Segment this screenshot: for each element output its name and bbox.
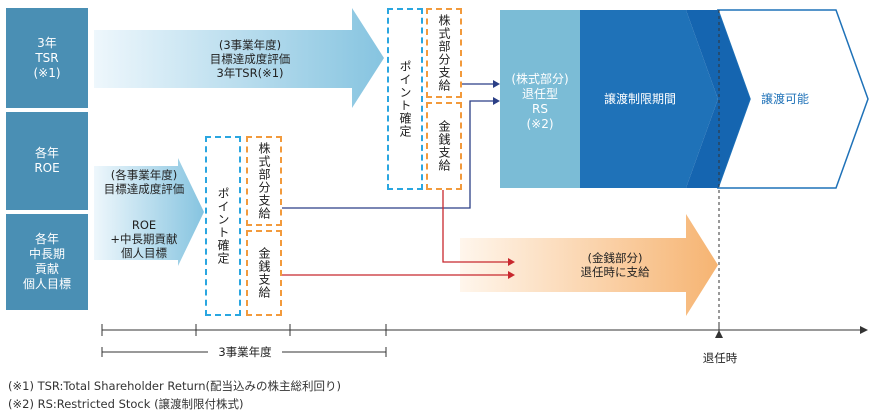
rs-transferable-label: 譲渡可能 [760,92,809,106]
side-box-roe: 各年 ROE [6,112,88,210]
annual-arrow-text-bottom: ROE +中長期貢献 個人目標 [110,218,178,260]
rs-segment-restriction [580,10,718,188]
period-label: 3事業年度 [218,345,272,359]
annual-arrow [94,158,204,266]
footnote-1: (※1) TSR:Total Shareholder Return(配当込みの株… [8,379,342,393]
cash-arrow [460,214,718,316]
cash-portion-label-2: 金銭支給 [437,120,451,172]
red-connector-2 [442,190,510,263]
side-box-individual: 各年 中長期 貢献 個人目標 [6,214,88,310]
cash-portion-label-1: 金銭支給 [257,247,271,299]
stock-portion-label-1: 株式部分支給 [257,142,271,220]
retirement-label: 退任時 [702,351,738,365]
point-confirm-box-2: ポイント確定 [387,8,423,190]
point-confirm-label-2: ポイント確定 [398,60,412,138]
tsr-arrow-text: (3事業年度) 目標達成度評価 3年TSR(※1) [209,38,291,80]
rs-restriction-label: 譲渡制限期間 [603,92,676,106]
point-confirm-label-1: ポイント確定 [216,187,230,265]
stock-portion-box-1: 株式部分支給 [246,136,282,226]
stock-portion-box-2: 株式部分支給 [426,8,462,98]
rs-label: (株式部分) 退任型 RS (※2) [511,72,569,131]
rs-segment-light [500,10,580,188]
tsr-arrow [94,8,384,108]
side-box-tsr: 3年 TSR (※1) [6,8,88,108]
point-confirm-box-1: ポイント確定 [205,136,241,316]
annual-arrow-text-top: (各事業年度) 目標達成度評価 [103,168,185,196]
cash-arrow-text: (金銭部分) 退任時に支給 [580,251,650,279]
stock-portion-label-2: 株式部分支給 [437,14,451,92]
cash-portion-box-1: 金銭支給 [246,230,282,316]
cash-portion-box-2: 金銭支給 [426,102,462,190]
blue-connector-1 [282,100,497,209]
footnote-2: (※2) RS:Restricted Stock (譲渡制限付株式) [8,397,244,411]
